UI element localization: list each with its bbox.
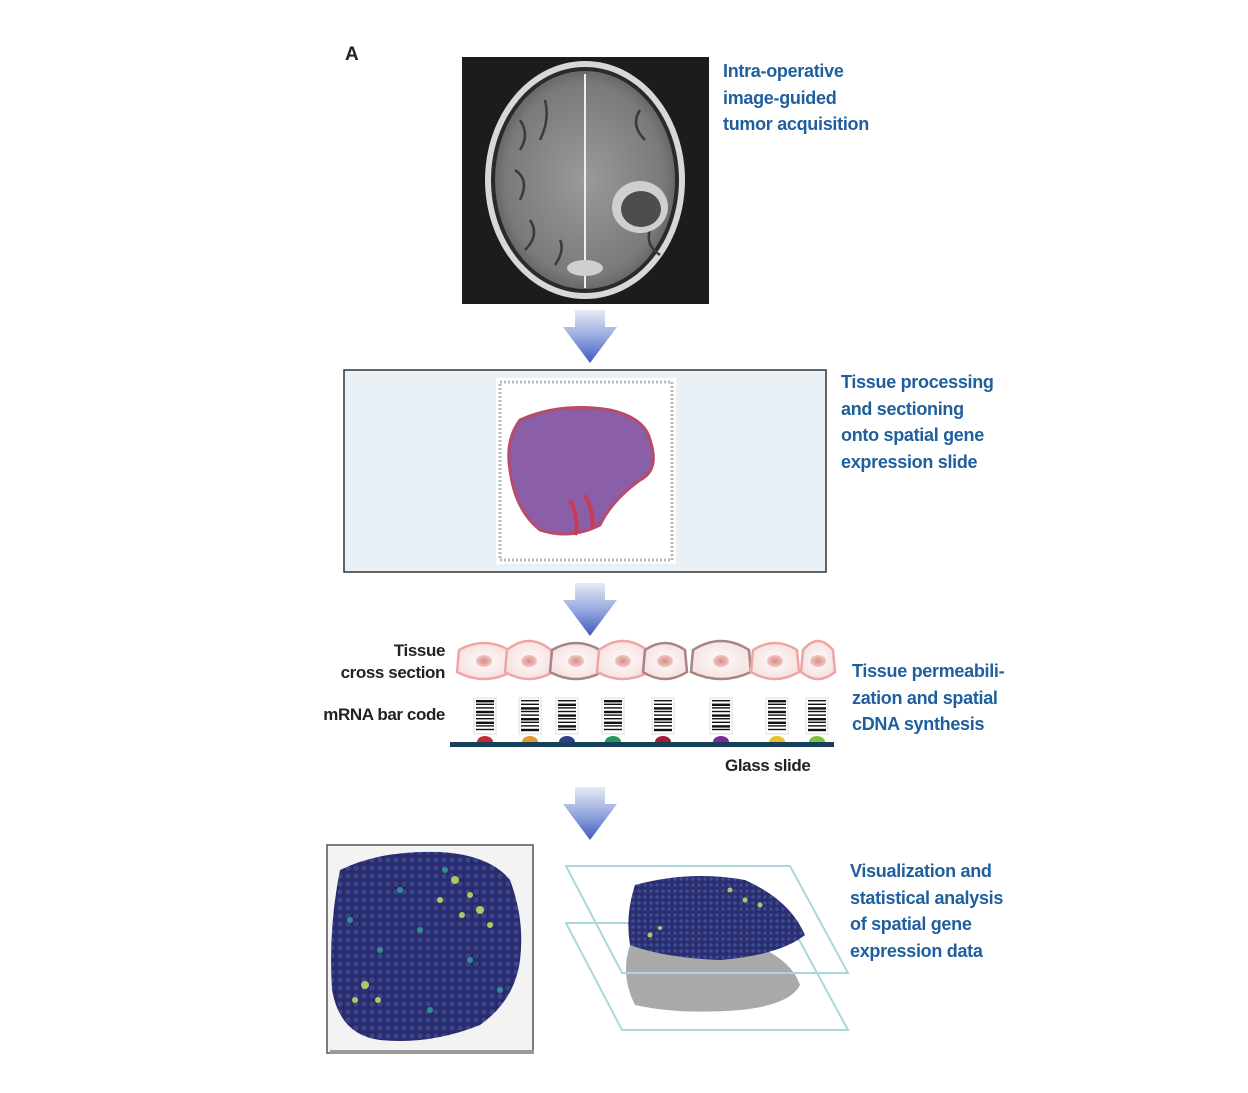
cell-nucleus [568,655,584,667]
capture-spot [809,736,825,742]
barcode [709,697,733,742]
cell-nucleus [767,655,783,667]
caption-line: statistical analysis [850,887,1004,908]
caption-line: onto spatial gene [841,425,984,445]
barcode-label: mRNA bar code [323,705,445,724]
caption-line: Tissue processing [841,372,994,392]
caption-line: and sectioning [841,398,964,419]
barcode-row [473,697,829,742]
caption-line: Tissue permeabili- [852,661,1005,681]
barcode [651,697,675,742]
barcode [473,697,497,742]
caption-line: expression slide [841,451,978,472]
capture-spot [477,736,493,742]
down-arrow-1 [563,310,617,363]
barcode [518,697,542,742]
barcode [555,697,579,742]
step-3-caption: Tissue permeabili- zation and spatial cD… [852,658,1005,738]
caption-line: of spatial gene [850,914,972,934]
tissue-label: Tissue [393,641,446,660]
cell-nucleus [810,655,826,667]
cross-section-label: cross section [340,663,446,682]
cell-nucleus [615,655,631,667]
step-1-caption: Intra-operative image-guided tumor acqui… [723,58,869,138]
tissue-slide [343,369,827,573]
capture-spot [522,736,538,742]
barcode [805,697,829,742]
barcode [765,697,789,742]
step-2-caption: Tissue processing and sectioning onto sp… [841,369,994,475]
panel-label: A [345,44,359,65]
spatial-heatmap-3d [564,865,850,1031]
caption-line: cDNA synthesis [852,714,985,734]
capture-spot [605,736,621,742]
glass-slide-label: Glass slide [725,756,811,775]
capture-spot [769,736,785,742]
tissue-cross-section [455,639,837,681]
caption-line: Intra-operative [723,61,844,81]
barcode [601,697,625,742]
cell-nucleus [713,655,729,667]
capture-spot [713,736,729,742]
caption-line: zation and spatial [852,687,998,708]
glass-slide-bar [450,742,834,747]
cell-nucleus [657,655,673,667]
down-arrow-3 [563,787,617,840]
spatial-heatmap-2d [326,844,534,1054]
capture-spot [559,736,575,742]
cell-nucleus [521,655,537,667]
step-4-caption: Visualization and statistical analysis o… [850,858,1003,964]
capture-spot [655,736,671,742]
cell-nucleus [476,655,492,667]
caption-line: Visualization and [850,861,992,881]
mri-image [462,57,709,304]
caption-line: expression data [850,940,983,961]
caption-line: image-guided [723,87,837,108]
caption-line: tumor acquisition [723,114,869,134]
down-arrow-2 [563,583,617,636]
